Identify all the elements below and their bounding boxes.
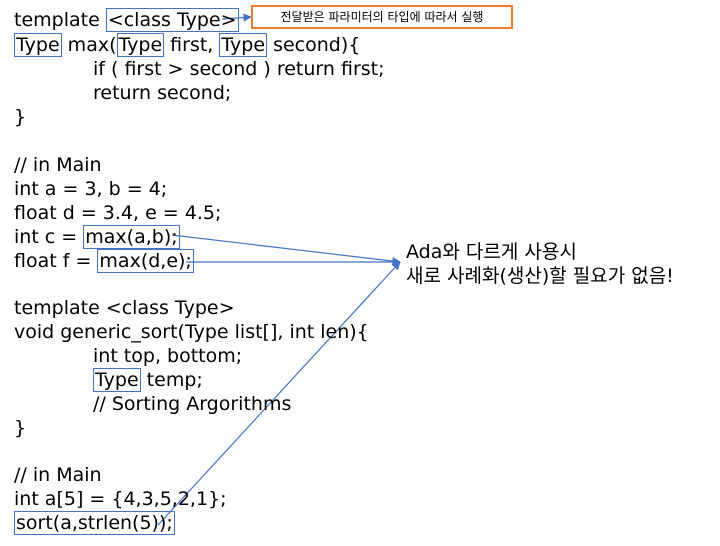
param2-type-box: Type bbox=[219, 33, 268, 57]
annotation-line-1: Ada와 다르게 사용시 bbox=[406, 241, 577, 263]
code-line-8: float d = 3.4, e = 4.5; bbox=[14, 202, 222, 224]
arrow-to-note bbox=[221, 13, 252, 22]
code-line-5: } bbox=[14, 106, 27, 128]
code-line-17: // in Main bbox=[14, 464, 102, 486]
int-c-decl: int c = bbox=[14, 226, 84, 248]
template-keyword: template bbox=[14, 9, 106, 31]
func-name: max( bbox=[61, 34, 117, 56]
code-line-2: Type max(Type first, Type second){ bbox=[14, 33, 360, 57]
sort-call-box: sort(a,strlen(5)); bbox=[14, 511, 175, 535]
type-note-box: 전달받은 파라미터의 타입에 따라서 실행 bbox=[251, 5, 513, 29]
code-line-4: return second; bbox=[93, 82, 232, 104]
code-line-18: int a[5] = {4,3,5,2,1}; bbox=[14, 488, 227, 510]
code-line-15: // Sorting Argorithms bbox=[93, 393, 292, 415]
code-line-11: template <class Type> bbox=[14, 297, 235, 319]
max-de-box: max(d,e); bbox=[97, 249, 194, 273]
code-line-9: int c = max(a,b); bbox=[14, 225, 180, 249]
temp-var: temp; bbox=[140, 369, 203, 391]
float-f-decl: float f = bbox=[14, 250, 98, 272]
arrow-sort bbox=[157, 261, 401, 526]
code-line-6: // in Main bbox=[14, 154, 102, 176]
annotation-line-2: 새로 사례화(생산)할 필요가 없음! bbox=[406, 265, 674, 287]
code-line-10: float f = max(d,e); bbox=[14, 249, 194, 273]
max-ab-box: max(a,b); bbox=[83, 225, 180, 249]
arrow-max-ab bbox=[171, 234, 401, 266]
return-type-box: Type bbox=[14, 33, 62, 57]
code-line-19: sort(a,strlen(5)); bbox=[14, 511, 175, 535]
code-line-16: } bbox=[14, 417, 27, 439]
param1-name: first, bbox=[164, 34, 220, 56]
code-line-12: void generic_sort(Type list[], int len){ bbox=[14, 321, 369, 343]
temp-type-box: Type bbox=[93, 368, 141, 392]
code-line-14: Type temp; bbox=[93, 368, 203, 392]
code-line-7: int a = 3, b = 4; bbox=[14, 178, 168, 200]
template-param-box: <class Type> bbox=[105, 8, 239, 32]
code-line-1: template <class Type> bbox=[14, 8, 239, 32]
code-line-3: if ( first > second ) return first; bbox=[93, 58, 385, 80]
param1-type-box: Type bbox=[116, 33, 165, 57]
code-line-13: int top, bottom; bbox=[93, 345, 243, 367]
param2-name: second){ bbox=[267, 34, 361, 56]
